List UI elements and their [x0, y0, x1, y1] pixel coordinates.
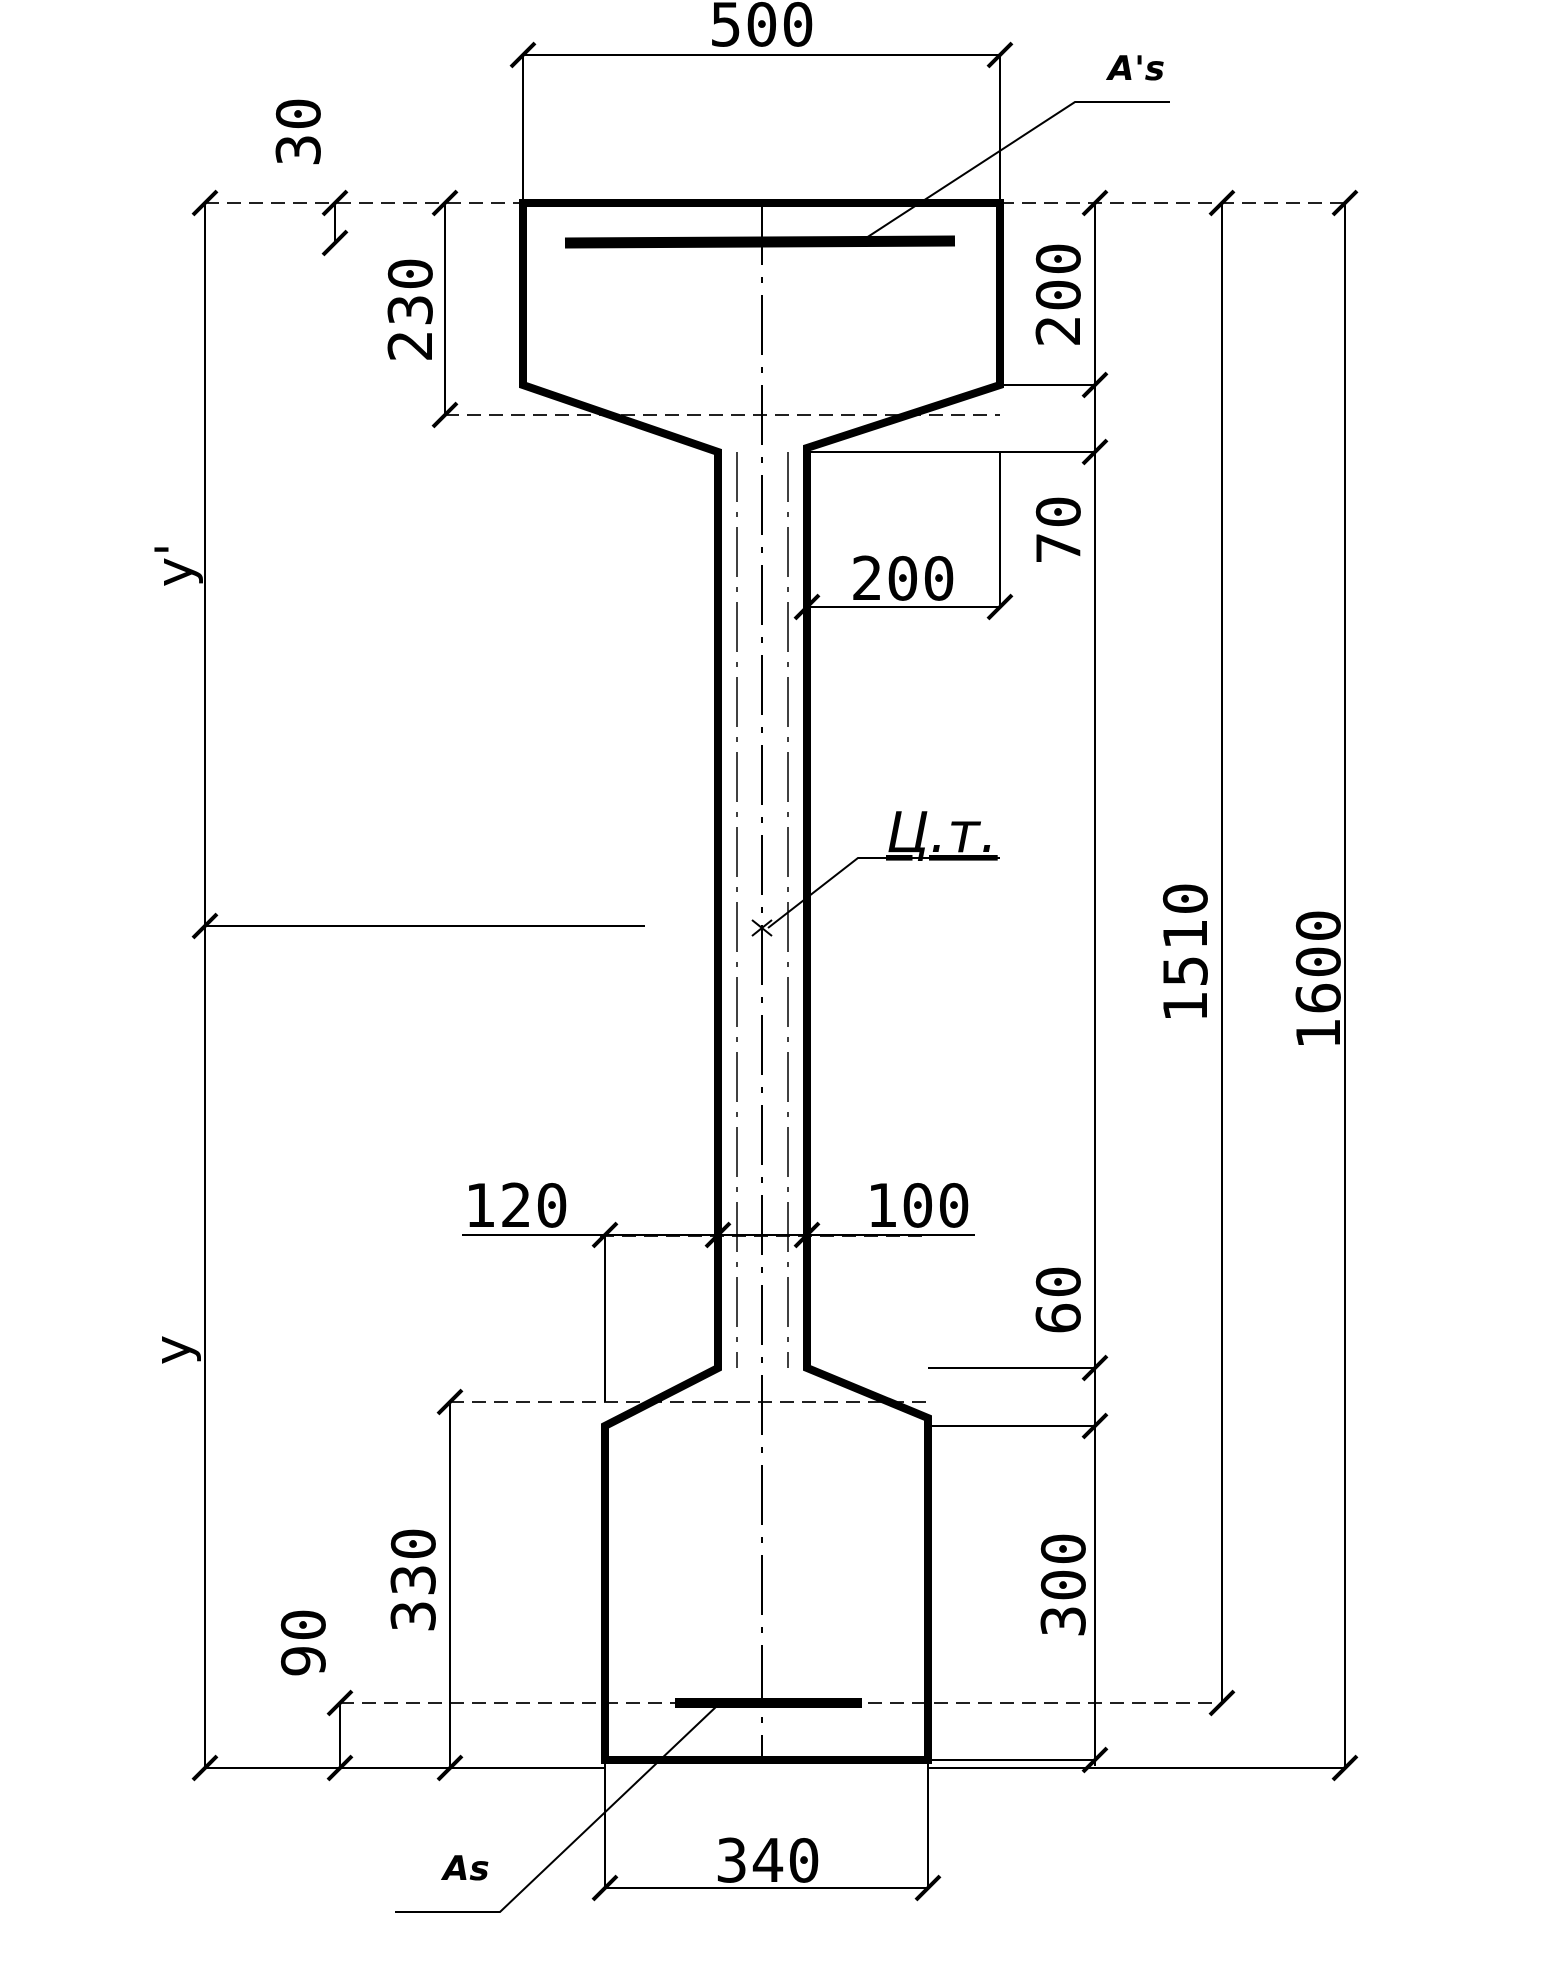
label-y-lower: y	[143, 1335, 203, 1366]
label-bottom-reinforcement: As	[440, 1849, 490, 1889]
dim-top-flange-left: 230	[377, 256, 447, 364]
dim-total-height: 1600	[1285, 908, 1355, 1053]
dim-bottom-cover: 90	[270, 1607, 340, 1679]
centroid-marker	[751, 919, 773, 937]
dim-web-right: 100	[864, 1172, 972, 1242]
dim-top-haunch: 70	[1025, 494, 1095, 566]
dim-bottom-flange-right: 300	[1030, 1531, 1100, 1639]
dashed-reference-lines	[205, 202, 1345, 1704]
top-rebar	[564, 235, 956, 249]
label-centroid: Ц.т.	[886, 801, 998, 866]
dim-top-flange-right: 200	[1025, 241, 1095, 349]
dimension-lines	[204, 54, 1346, 1889]
label-top-reinforcement: A's	[1105, 49, 1165, 89]
dim-top-cover: 30	[265, 96, 335, 168]
dim-top-width: 500	[708, 0, 816, 61]
dim-haunch-width: 200	[849, 545, 957, 615]
label-y-upper: y'	[145, 542, 205, 587]
dim-effective-depth: 1510	[1152, 881, 1222, 1026]
dim-bottom-haunch: 60	[1025, 1264, 1095, 1336]
dim-bottom-flange-left: 330	[380, 1526, 450, 1634]
dimension-ticks	[191, 41, 1359, 1902]
dim-bottom-width: 340	[714, 1827, 822, 1897]
leader-lines	[395, 101, 1170, 1913]
dim-web-left: 120	[462, 1172, 570, 1242]
